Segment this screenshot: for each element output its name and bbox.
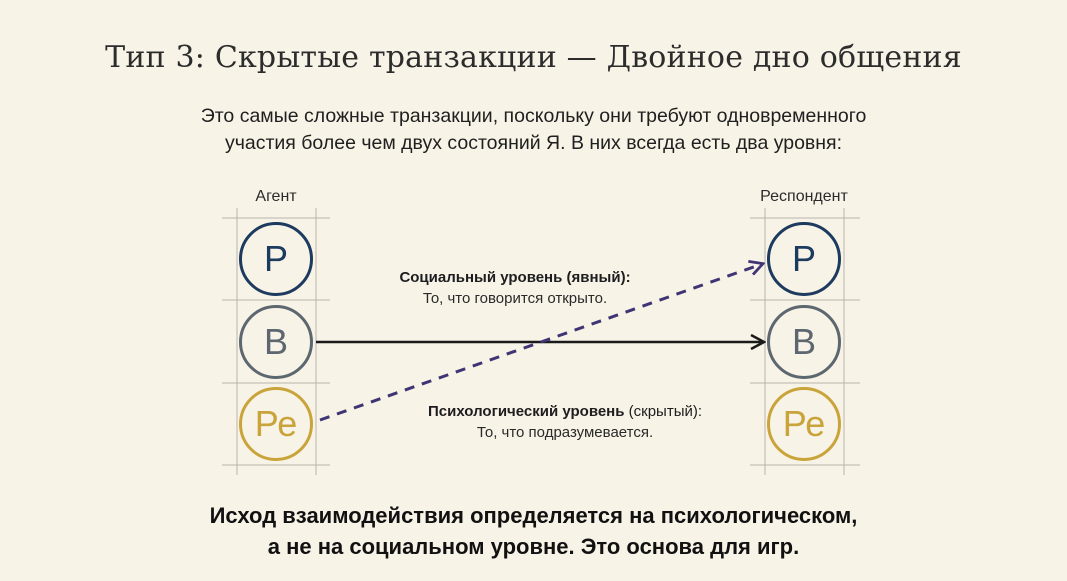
social-level-note: Социальный уровень (явный): То, что гово…: [350, 267, 680, 309]
psychological-arrow: [319, 264, 762, 422]
intro-line-1: Это самые сложные транзакции, поскольку …: [200, 105, 867, 127]
respondent-adult-circle: В: [767, 305, 841, 379]
psychological-level-heading: Психологический уровень (скрытый):: [395, 401, 735, 422]
social-level-description: То, что говорится открыто.: [422, 290, 608, 307]
conclusion-line-2: а не на социальном уровне. Это основа дл…: [267, 534, 800, 559]
respondent-child-circle: Ре: [767, 387, 841, 461]
psychological-level-description: То, что подразумевается.: [476, 424, 654, 441]
psychological-level-qualifier: (скрытый):: [628, 403, 703, 420]
respondent-label: Респондент: [760, 188, 848, 205]
agent-adult-circle: В: [239, 305, 313, 379]
social-level-title: Социальный уровень (явный):: [399, 269, 631, 286]
conclusion-line-1: Исход взаимодействия определяется на пси…: [209, 503, 858, 528]
intro-line-2: участия более чем двух состояний Я. В ни…: [224, 132, 843, 154]
respondent-grid: [750, 208, 860, 475]
agent-label: Агент: [255, 188, 297, 205]
conclusion-text: Исход взаимодействия определяется на пси…: [0, 500, 1067, 562]
agent-child-circle: Ре: [239, 387, 313, 461]
agent-parent-circle: Р: [239, 222, 313, 296]
respondent-parent-circle: Р: [767, 222, 841, 296]
page-title: Тип 3: Скрытые транзакции — Двойное дно …: [105, 40, 962, 75]
intro-text: Это самые сложные транзакции, поскольку …: [0, 103, 1067, 157]
psychological-level-note: Психологический уровень (скрытый): То, ч…: [395, 401, 735, 443]
psychological-level-title: Психологический уровень: [427, 403, 625, 420]
